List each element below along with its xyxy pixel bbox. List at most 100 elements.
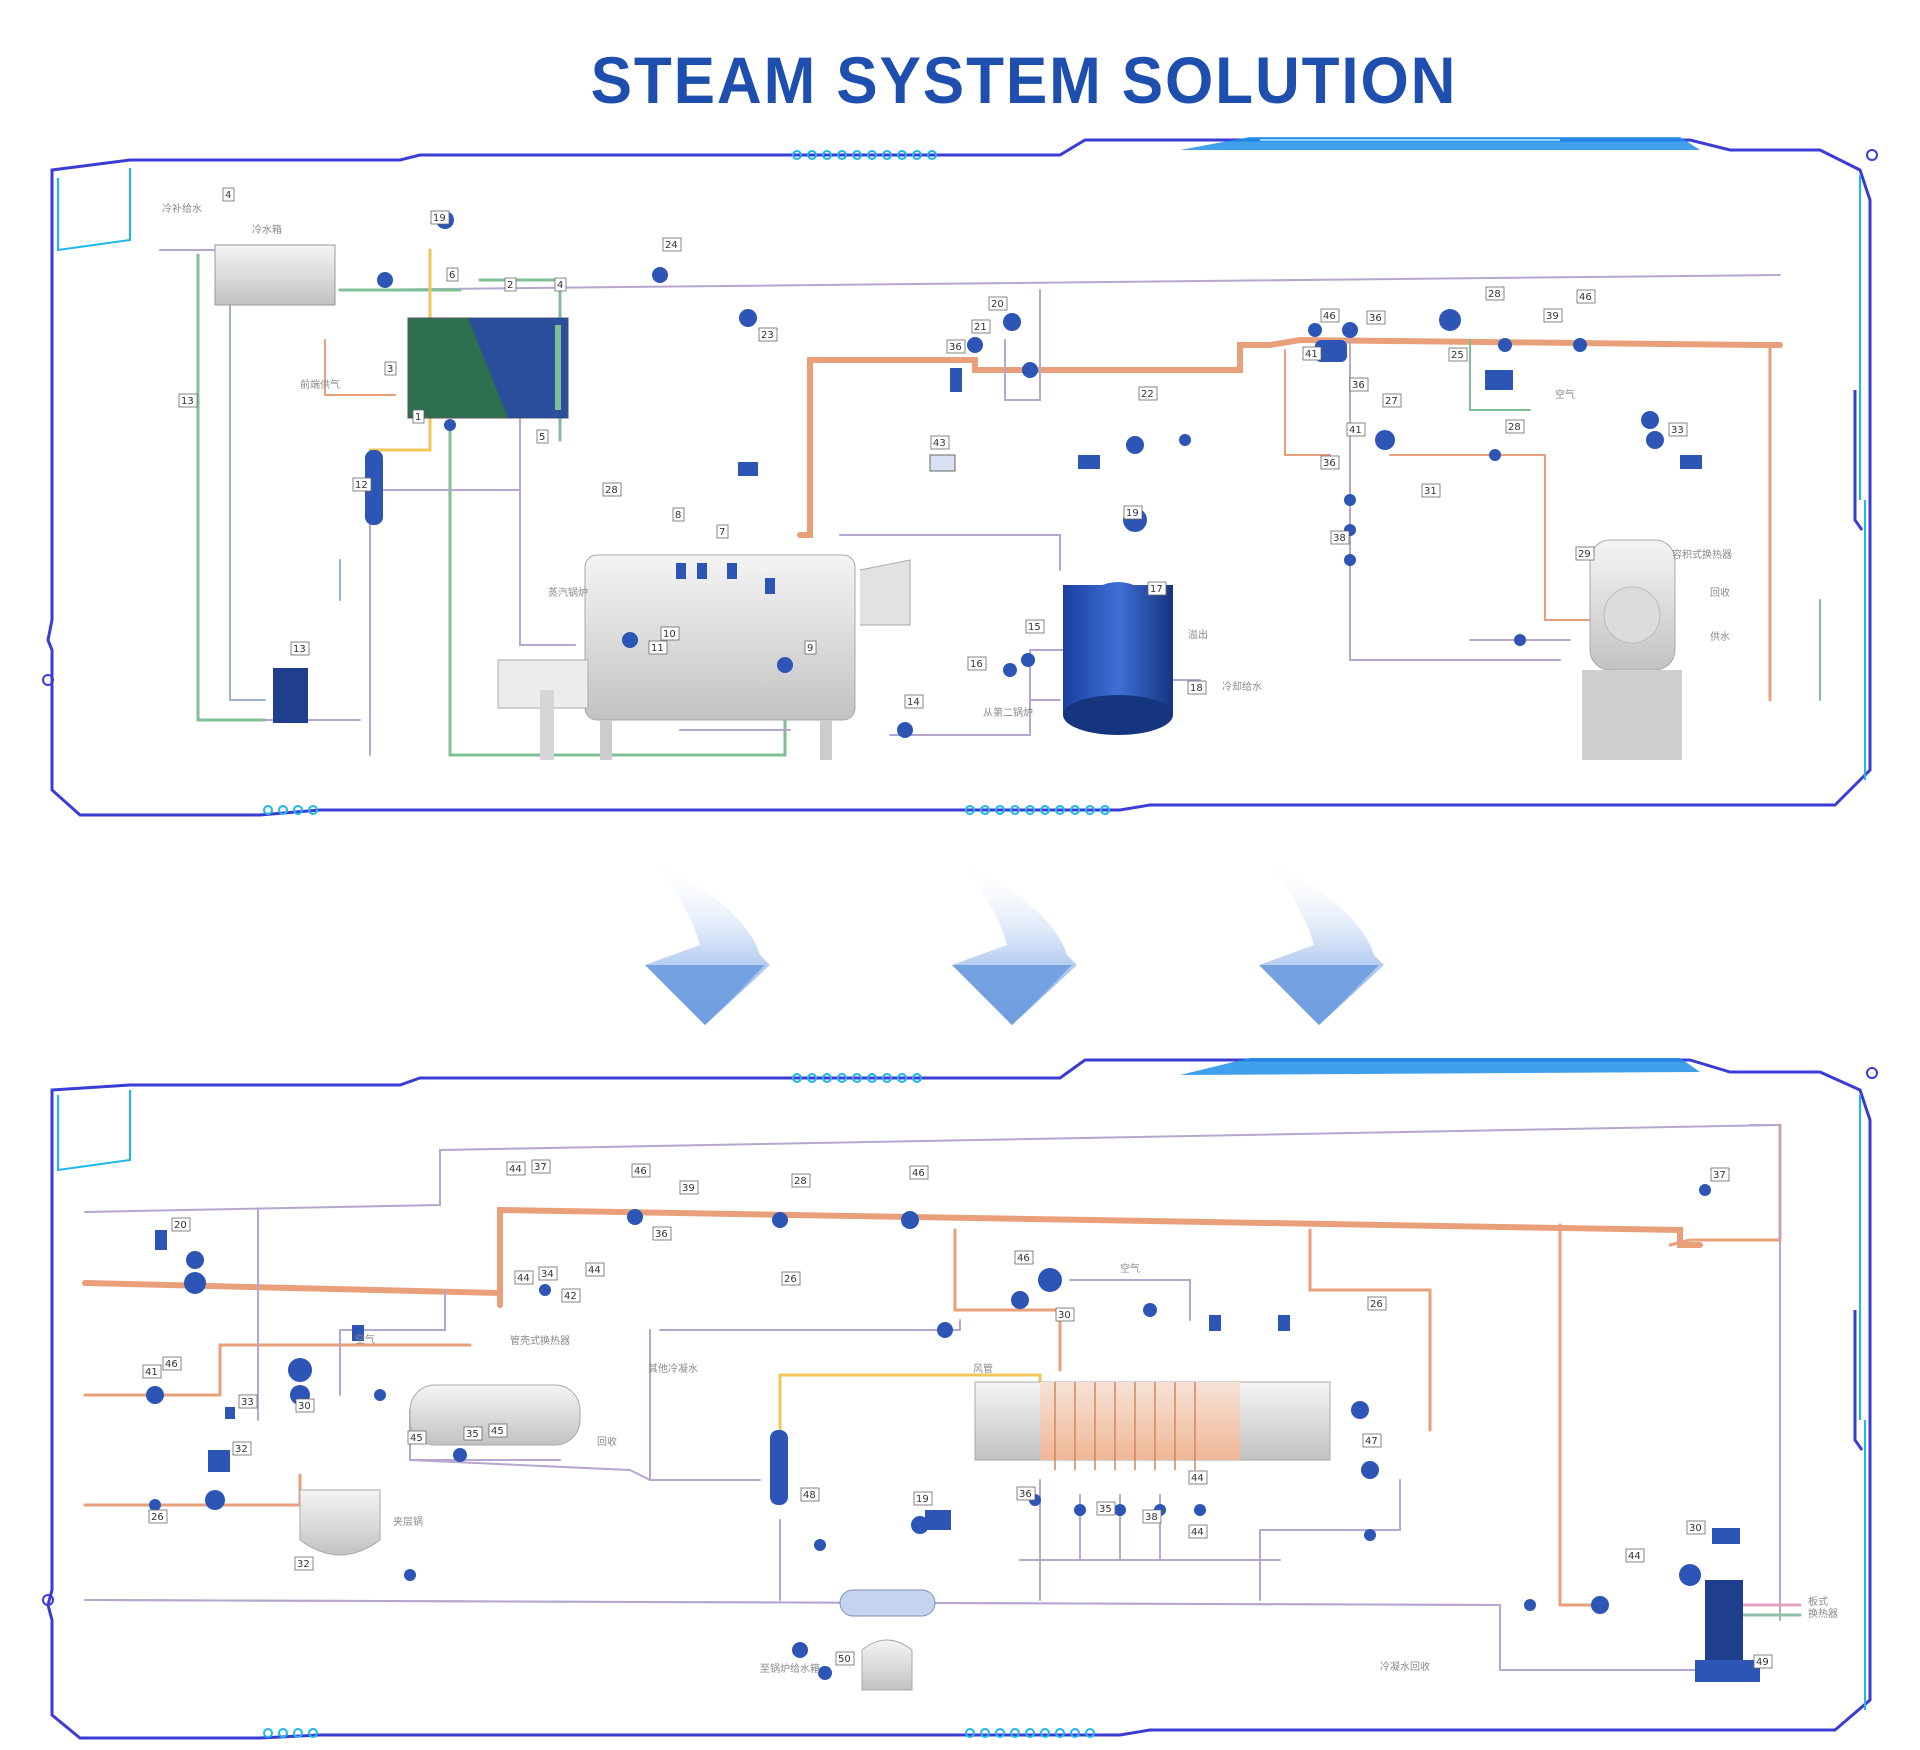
btag-49: 49 <box>1753 1654 1773 1669</box>
btag-37b: 37 <box>1710 1167 1730 1182</box>
btag-44a: 44 <box>506 1161 526 1176</box>
jacketed-kettle <box>299 1489 381 1556</box>
tag-16: 16 <box>967 656 987 671</box>
btag-30c-text: 30 <box>1689 1523 1702 1534</box>
tag-10-text: 10 <box>663 629 676 640</box>
btag-26c: 26 <box>148 1509 168 1524</box>
burner <box>497 659 589 709</box>
tag-6: 6 <box>446 267 459 282</box>
tag-11: 11 <box>648 640 668 655</box>
tag-14-text: 14 <box>907 697 920 708</box>
condensate-pump <box>861 1639 913 1691</box>
btag-34-text: 34 <box>541 1269 554 1280</box>
frame-node <box>42 1594 54 1606</box>
tag-8: 8 <box>672 507 685 522</box>
tag-36c-text: 36 <box>1352 380 1365 391</box>
btag-47: 47 <box>1362 1433 1382 1448</box>
tag-28b: 28 <box>1485 286 1505 301</box>
btag-46c: 46 <box>1014 1250 1034 1265</box>
tag-13a: 13 <box>178 393 198 408</box>
btag-45b-text: 45 <box>491 1426 504 1437</box>
btag-39: 39 <box>679 1180 699 1195</box>
btag-44f: 44 <box>1625 1548 1645 1563</box>
tag-28c-text: 28 <box>1508 422 1521 433</box>
tag-7-text: 7 <box>719 527 725 538</box>
btag-33-text: 33 <box>241 1397 254 1408</box>
tag-2-text: 2 <box>507 280 513 291</box>
btag-36-text: 36 <box>655 1229 668 1240</box>
tag-28a: 28 <box>602 482 622 497</box>
svg-text:管壳式换热器: 管壳式换热器 <box>510 1334 570 1347</box>
btag-38-text: 38 <box>1145 1512 1158 1523</box>
svg-text:回收: 回收 <box>597 1435 617 1448</box>
tag-36a-text: 36 <box>949 342 962 353</box>
svg-text:回收: 回收 <box>1710 586 1730 599</box>
tag-23: 23 <box>758 327 778 342</box>
tag-8-text: 8 <box>675 510 681 521</box>
btag-35a-text: 35 <box>466 1429 479 1440</box>
tag-46a: 46 <box>1320 308 1340 323</box>
svg-text:冷凝水回收: 冷凝水回收 <box>1380 1660 1430 1673</box>
page-title: STEAM SYSTEM SOLUTION <box>590 43 1458 117</box>
condensate-receiver <box>839 1589 936 1617</box>
svg-text:冷却给水: 冷却给水 <box>1222 680 1262 693</box>
btag-47-text: 47 <box>1365 1436 1378 1447</box>
svg-text:夹层锅: 夹层锅 <box>393 1515 423 1528</box>
btag-46b-text: 46 <box>912 1168 925 1179</box>
svg-text:空气: 空气 <box>1555 388 1575 401</box>
tag-46a-text: 46 <box>1323 311 1336 322</box>
svg-text:板式: 板式 <box>1808 1595 1828 1608</box>
svg-text:蒸汽锅炉: 蒸汽锅炉 <box>548 586 588 599</box>
btag-45a: 45 <box>407 1430 427 1445</box>
btag-28: 28 <box>791 1173 811 1188</box>
svg-text:至锅炉给水箱: 至锅炉给水箱 <box>760 1662 820 1675</box>
svg-text:换热器: 换热器 <box>1808 1607 1838 1620</box>
tag-1-text: 1 <box>415 412 421 423</box>
tag-28c: 28 <box>1505 419 1525 434</box>
btag-46a-text: 46 <box>634 1166 647 1177</box>
tag-16-text: 16 <box>970 659 983 670</box>
tag-2: 2 <box>504 277 517 292</box>
steam-boiler <box>584 554 856 721</box>
plate-heat-exchanger <box>273 668 308 723</box>
tag-19b: 19 <box>1123 505 1143 520</box>
tag-29-text: 29 <box>1578 549 1591 560</box>
bottom-chain-decor <box>263 1073 1095 1738</box>
tag-4: 4 <box>222 187 235 202</box>
btag-36b-text: 36 <box>1019 1489 1032 1500</box>
svg-text:风管: 风管 <box>973 1362 993 1375</box>
tag-15-text: 15 <box>1028 622 1041 633</box>
btag-19: 19 <box>913 1491 933 1506</box>
tag-3: 3 <box>384 361 397 376</box>
svg-text:供水: 供水 <box>1710 630 1730 643</box>
tag-41b-text: 41 <box>1349 425 1362 436</box>
svg-text:其他冷凝水: 其他冷凝水 <box>648 1362 698 1375</box>
btag-35b-text: 35 <box>1099 1504 1112 1515</box>
btag-44e: 44 <box>1188 1524 1208 1539</box>
btag-30a: 30 <box>1055 1307 1075 1322</box>
tag-5-text: 5 <box>539 432 545 443</box>
bottom-diagram: 管壳式换热器 回收 其他冷凝水 风管 空气 夹层锅 空气 至锅炉给水箱 冷凝水回… <box>82 1123 1838 1691</box>
tag-36b: 36 <box>1366 310 1386 325</box>
top-small-labels: 冷补给水 冷水箱 前端供气 蒸汽锅炉 溢出 冷却给水 从第二锅炉 空气 容积式换… <box>162 202 1732 719</box>
tag-9: 9 <box>804 640 817 655</box>
separator-column <box>365 450 383 525</box>
tag-41: 41 <box>1302 346 1322 361</box>
tag-27: 27 <box>1382 393 1402 408</box>
tag-19-top-text: 19 <box>433 213 446 224</box>
top-valves <box>377 211 1664 738</box>
tag-19-top: 19 <box>430 210 450 225</box>
tag-38-text: 38 <box>1333 533 1346 544</box>
tag-43-text: 43 <box>933 438 946 449</box>
tag-7: 7 <box>716 524 729 539</box>
btag-44e-text: 44 <box>1191 1527 1204 1538</box>
tag-24-text: 24 <box>665 240 678 251</box>
btag-26a-text: 26 <box>784 1274 797 1285</box>
top-diagram: 冷补给水 冷水箱 前端供气 蒸汽锅炉 溢出 冷却给水 从第二锅炉 空气 容积式换… <box>159 202 1821 760</box>
tag-36a: 36 <box>946 339 966 354</box>
btag-35b: 35 <box>1096 1501 1116 1516</box>
svg-text:溢出: 溢出 <box>1188 628 1208 641</box>
btag-48-text: 48 <box>803 1490 816 1501</box>
btag-37b-text: 37 <box>1713 1170 1726 1181</box>
tag-23-text: 23 <box>761 330 774 341</box>
